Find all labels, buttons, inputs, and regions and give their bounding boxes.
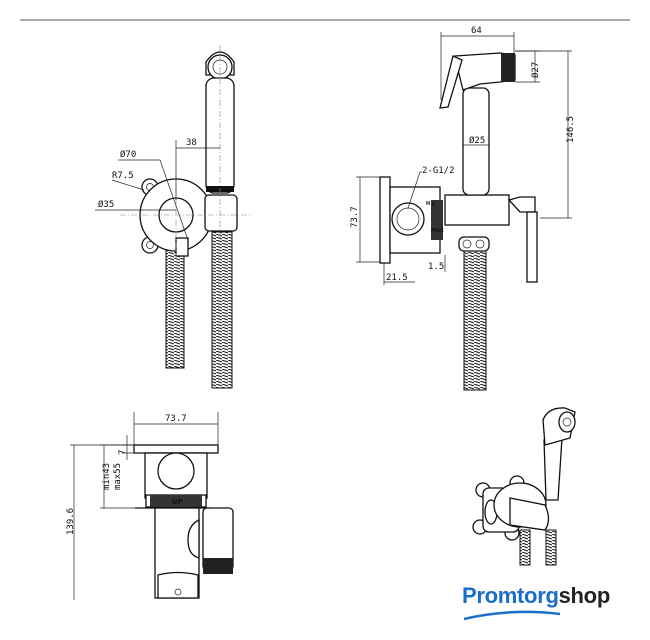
handle xyxy=(462,87,490,196)
bottom-view: UP 73.7 7 min43 max55 139.6 xyxy=(66,412,234,600)
dim-146-5: 146.5 xyxy=(566,116,576,143)
dim-min43: min43 xyxy=(102,463,112,490)
dim-r75: R7.5 xyxy=(112,171,134,181)
isometric-view xyxy=(472,407,576,566)
front-view: 38 Ø70 R7.5 Ø35 xyxy=(95,45,250,389)
mark-h: H xyxy=(426,201,430,207)
side-view: H C MAX 64 Ø27 Ø25 146.5 2-G1/2 73.7 1.5… xyxy=(350,26,576,391)
dim-38: 38 xyxy=(186,138,197,148)
dim-g12: 2-G1/2 xyxy=(422,166,455,176)
dim-1-5: 1.5 xyxy=(428,262,444,272)
dim-139-6: 139.6 xyxy=(66,508,76,535)
dim-73-7: 73.7 xyxy=(350,206,360,228)
dim-d25: Ø25 xyxy=(469,135,485,146)
logo-swoosh xyxy=(463,610,561,621)
hose-left xyxy=(165,239,185,369)
promtorgshop-logo: Promtorgshop xyxy=(462,583,610,608)
dim-max55: max55 xyxy=(113,463,123,490)
dim-21-5: 21.5 xyxy=(386,273,408,283)
mark-up: UP xyxy=(172,498,183,506)
dim-73-7-bottom: 73.7 xyxy=(165,414,187,424)
dim-64: 64 xyxy=(471,26,482,36)
dim-d27: Ø27 xyxy=(530,62,541,78)
mark-max: MAX xyxy=(431,228,444,234)
hose xyxy=(463,244,487,391)
dim-d70: Ø70 xyxy=(120,149,136,160)
dim-d35: Ø35 xyxy=(98,199,114,210)
mark-c: C xyxy=(432,202,436,208)
hose-right xyxy=(211,231,233,389)
dim-7: 7 xyxy=(118,450,128,455)
